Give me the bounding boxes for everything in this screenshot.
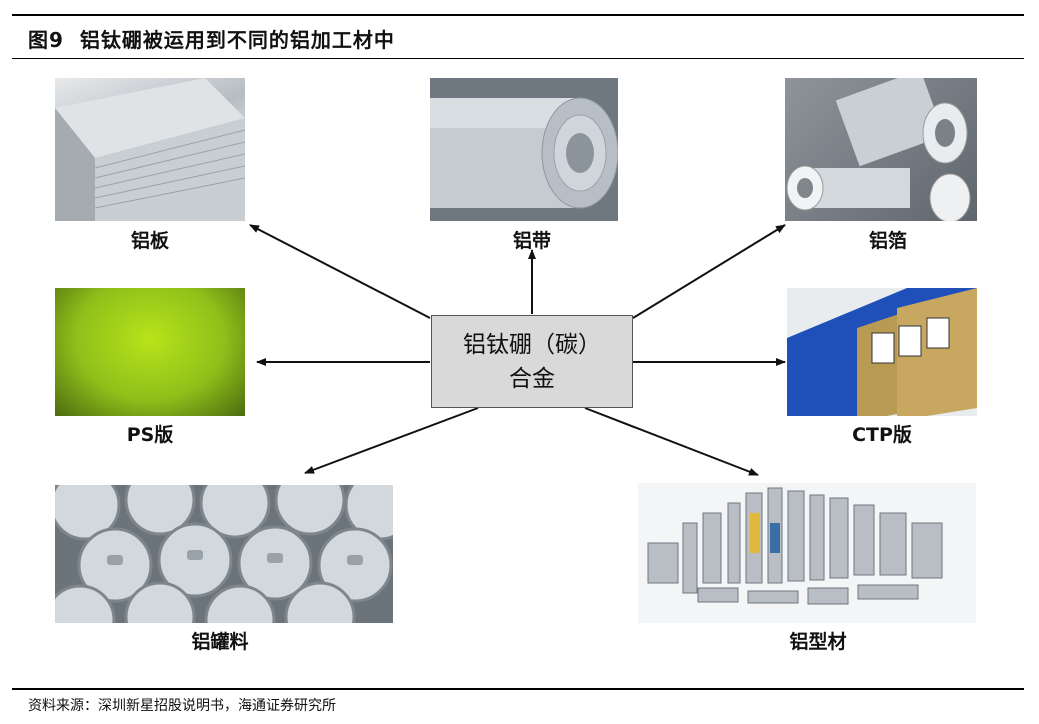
arrow-to-sheet (249, 224, 431, 319)
arrow-to-can (304, 407, 479, 474)
arrow-to-profile (584, 407, 759, 476)
label-strip: 铝带 (512, 230, 551, 252)
coil-drawing (430, 78, 618, 221)
top-rule (12, 14, 1024, 16)
label-ps: PS版 (126, 424, 174, 446)
source-note: 资料来源：深圳新星招股说明书，海通证券研究所 (28, 698, 336, 714)
label-ctp: CTP版 (852, 424, 912, 446)
aluminum-can-photo (55, 485, 393, 623)
figure-title-text: 铝钛硼被运用到不同的铝加工材中 (79, 28, 395, 52)
title-rule (12, 58, 1024, 59)
aluminum-strip-photo (430, 78, 618, 221)
ctp-plates-drawing (787, 288, 977, 416)
center-line2: 合金 (509, 365, 555, 392)
label-can: 铝罐料 (191, 631, 249, 653)
figure-number: 图9 (28, 28, 64, 52)
label-profile: 铝型材 (789, 631, 847, 653)
center-alloy-box: 铝钛硼（碳） 合金 (431, 315, 633, 408)
aluminum-sheet-photo (55, 78, 245, 221)
aluminum-foil-photo (785, 78, 977, 221)
bottom-rule (12, 688, 1024, 690)
profiles-drawing (647, 487, 943, 605)
label-sheet: 铝板 (130, 230, 169, 252)
center-line1: 铝钛硼（碳） (463, 331, 601, 358)
label-foil: 铝箔 (868, 230, 907, 252)
figure-title: 图9 铝钛硼被运用到不同的铝加工材中 (28, 24, 395, 53)
ps-plate-photo (55, 288, 245, 416)
aluminum-profile-photo (638, 483, 976, 623)
ctp-plate-photo (787, 288, 977, 416)
sheet-stack-drawing (55, 78, 245, 221)
cans-drawing (55, 485, 393, 623)
foil-rolls-drawing (786, 78, 971, 221)
arrow-to-foil (632, 224, 786, 319)
